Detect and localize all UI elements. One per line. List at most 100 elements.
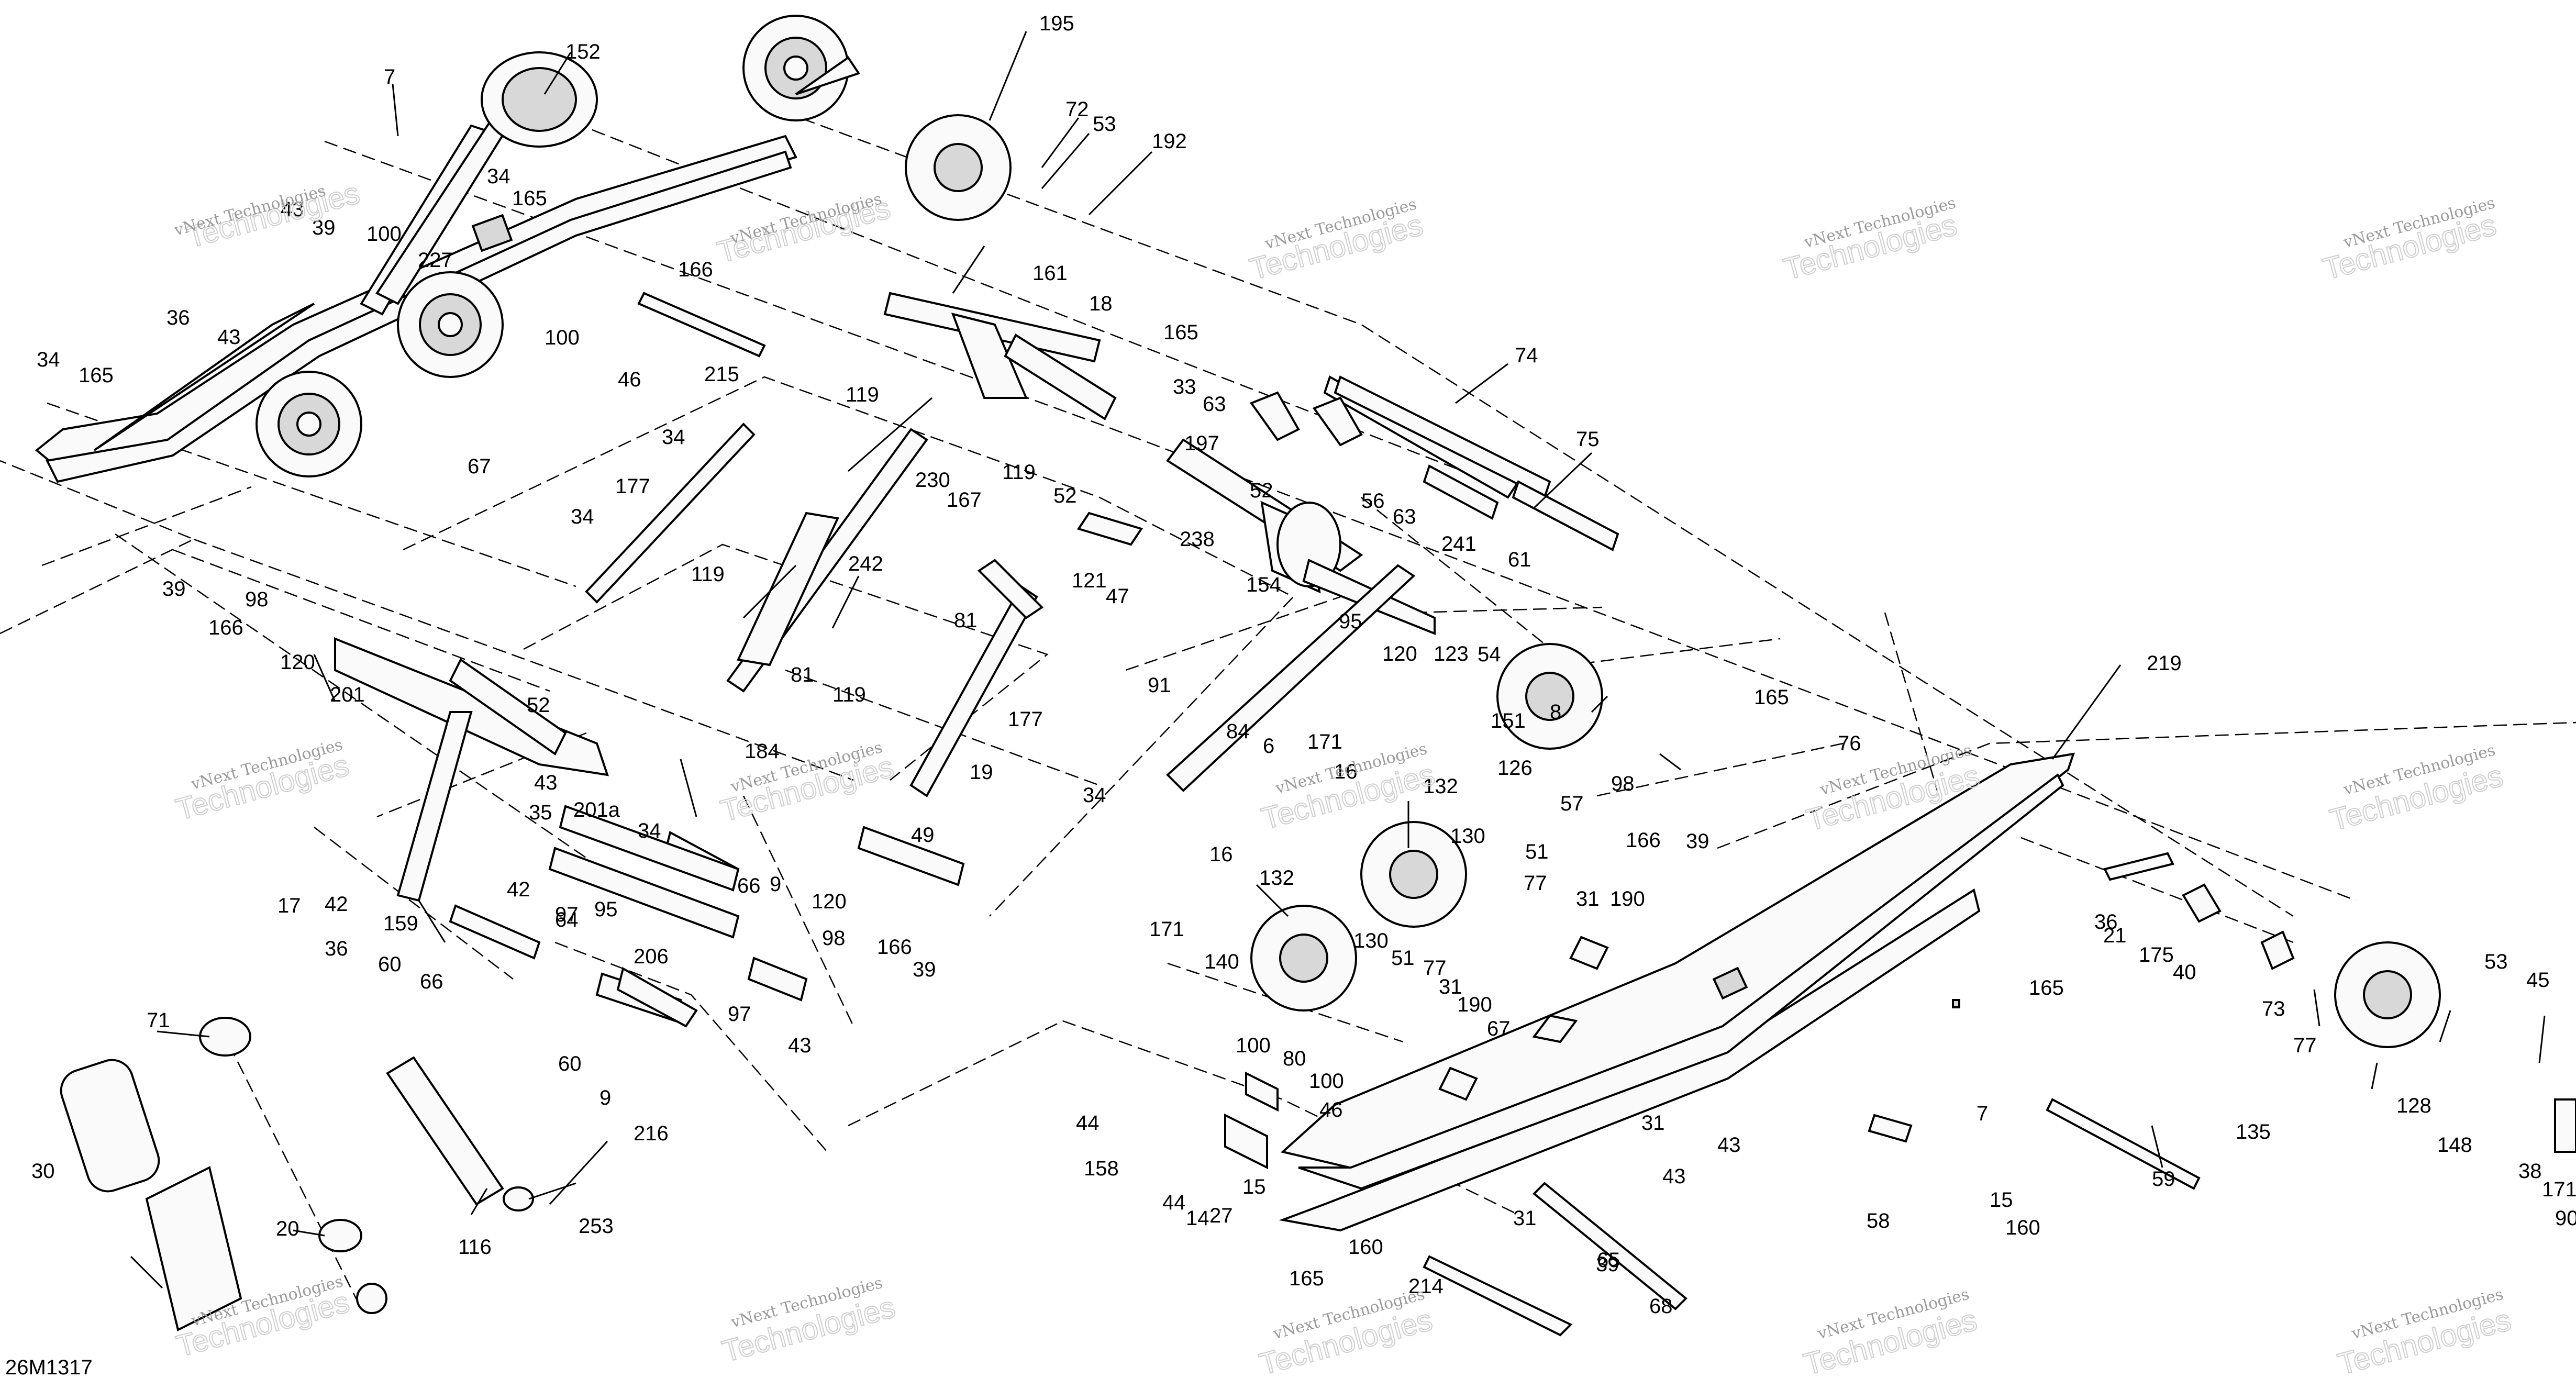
callout: 71	[147, 1009, 170, 1032]
callout: 161	[1032, 262, 1068, 285]
callout: 167	[947, 488, 982, 512]
callout: 68	[1649, 1295, 1673, 1318]
callout: 34	[37, 348, 60, 371]
callout: 192	[1152, 130, 1187, 153]
callout: 17	[277, 894, 301, 917]
callout: 65	[1597, 1249, 1620, 1272]
callout: 90	[2555, 1207, 2576, 1230]
callout: 95	[594, 898, 618, 921]
callout: 64	[555, 908, 579, 931]
callout: 18	[1089, 292, 1113, 315]
callout: 197	[1184, 432, 1219, 455]
callout: 59	[2152, 1168, 2175, 1191]
callout: 120	[812, 890, 847, 913]
callout: 119	[846, 383, 879, 406]
callout: 242	[848, 552, 883, 575]
callout: 77	[1423, 957, 1447, 980]
callout: 100	[367, 223, 402, 246]
callout: 165	[2029, 976, 2064, 999]
callout: 166	[208, 616, 243, 639]
callout: 27	[1209, 1204, 1233, 1227]
callout: 77	[2293, 1034, 2317, 1057]
callout: 43	[281, 198, 304, 221]
callout: 40	[2173, 961, 2196, 984]
callout: 51	[1391, 947, 1415, 970]
callout: 151	[1491, 709, 1526, 732]
callout: 100	[1309, 1070, 1344, 1093]
callout: 120	[1382, 642, 1417, 665]
callout: 177	[1008, 708, 1043, 731]
callout: 39	[1686, 830, 1709, 853]
rear-spring-shock	[60, 1017, 534, 1331]
callout: 81	[954, 609, 978, 632]
callout: 31	[1439, 975, 1462, 998]
callout: 56	[1361, 490, 1385, 513]
callout: 97	[555, 903, 579, 926]
callout: 214	[1408, 1275, 1444, 1298]
callout: 66	[737, 874, 761, 897]
callout: 74	[1515, 344, 1538, 367]
callout: 63	[1203, 393, 1226, 416]
callout: 177	[615, 475, 650, 498]
callout: 60	[378, 953, 402, 976]
callout: 81	[791, 663, 814, 686]
figure-reference: 26M1317	[5, 1356, 93, 1379]
callout: 53	[2484, 950, 2508, 973]
callout: 39	[1596, 1253, 1619, 1276]
callout: 77	[1524, 872, 1547, 895]
callout: 160	[1348, 1236, 1383, 1259]
callout: 206	[634, 945, 669, 968]
callout: 97	[728, 1003, 751, 1026]
leader-lines	[130, 31, 2546, 1289]
callout: 84	[1226, 720, 1250, 743]
callout: 238	[1180, 528, 1215, 551]
callout: 39	[162, 577, 186, 601]
callout: 154	[1246, 573, 1281, 596]
callout: 21	[2103, 924, 2127, 947]
callout: 75	[1576, 428, 1600, 451]
callout: 34	[487, 165, 510, 188]
front-arm-assembly	[35, 15, 861, 483]
rear-arm-assembly	[334, 637, 965, 1028]
callout: 9	[770, 873, 781, 896]
callout: 34	[662, 426, 685, 449]
callout: 195	[1039, 12, 1074, 35]
callout: 130	[1353, 929, 1389, 952]
callout: 159	[383, 912, 418, 935]
callout: 16	[1209, 843, 1233, 866]
callout: 160	[2005, 1216, 2040, 1239]
callout: 165	[1289, 1267, 1324, 1290]
callout: 76	[1838, 732, 1861, 755]
callout: 132	[1423, 775, 1458, 798]
callout: 15	[1242, 1175, 1266, 1198]
callout: 20	[276, 1217, 299, 1240]
callout: 19	[970, 761, 993, 784]
callout: 171	[1149, 918, 1184, 941]
centre-shafts	[585, 114, 1619, 797]
callout: 230	[915, 469, 950, 492]
callout: 43	[1717, 1134, 1741, 1157]
callout: 128	[2396, 1094, 2431, 1117]
right-slide-rail	[1224, 752, 2576, 1337]
callout: 46	[1319, 1098, 1343, 1121]
callout: 42	[507, 878, 530, 901]
callout: 152	[565, 40, 601, 63]
callout-labels: 195 152 7 72 53 192 34 165 100 43 39 227…	[5, 12, 2576, 1379]
callout: 36	[325, 937, 348, 960]
callout: 201a	[573, 798, 620, 821]
callout: 215	[704, 363, 739, 386]
callout: 31	[1641, 1112, 1665, 1135]
callout: 31	[1576, 887, 1600, 910]
callout: 36	[166, 306, 190, 329]
callout: 44	[1162, 1191, 1186, 1214]
callout: 43	[534, 771, 558, 794]
callout: 175	[2139, 943, 2174, 966]
callout: 253	[579, 1215, 614, 1238]
callout: 51	[1525, 840, 1549, 863]
callout: 73	[2262, 997, 2285, 1020]
callout: 190	[1457, 993, 1492, 1016]
callout: 166	[678, 258, 713, 281]
callout: 52	[1250, 479, 1273, 502]
callout: 184	[745, 740, 780, 763]
